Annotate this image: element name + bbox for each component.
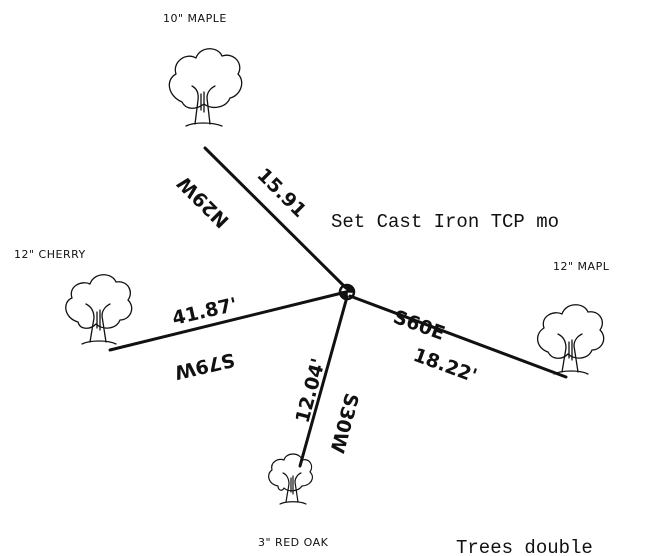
tie-line-east xyxy=(348,294,568,379)
footer-note: Trees double xyxy=(456,537,593,556)
tie-bearing-east: S60E xyxy=(390,306,447,345)
tie-line-west xyxy=(108,290,348,352)
tree-icon-north xyxy=(168,48,243,127)
tie-distance-west: 41.87' xyxy=(170,294,239,330)
monument-icon xyxy=(338,283,356,301)
tie-bearing-southwest: S30W xyxy=(325,391,362,456)
tree-label-north: 10" MAPLE xyxy=(163,12,227,25)
tree-icon-west xyxy=(65,274,133,345)
tie-line-southwest xyxy=(298,295,349,468)
tie-bearing-north: N29W xyxy=(173,172,233,232)
tree-label-southwest: 3" RED OAK xyxy=(258,536,329,549)
tie-distance-east: 18.22' xyxy=(410,344,479,387)
tie-distance-southwest: 12.04' xyxy=(292,356,330,425)
tree-icon-east xyxy=(537,304,605,375)
tree-label-west: 12" CHERRY xyxy=(14,248,86,261)
tie-distance-north: 15.91 xyxy=(252,164,310,222)
tree-label-east: 12" MAPL xyxy=(553,260,610,273)
tie-bearing-west: S79W xyxy=(172,348,237,383)
tree-icon-southwest xyxy=(268,453,314,505)
monument-note: Set Cast Iron TCP mo xyxy=(331,211,559,233)
tie-line-north xyxy=(203,146,348,290)
